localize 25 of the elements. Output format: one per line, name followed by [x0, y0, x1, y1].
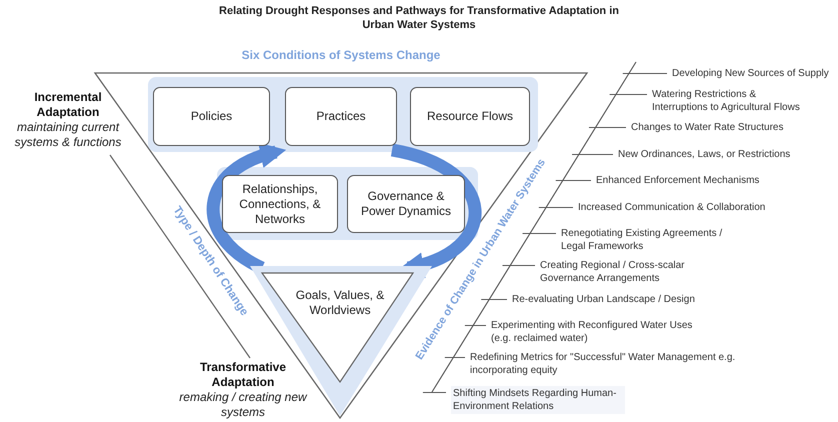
evidence-item: New Ordinances, Laws, or Restrictions: [618, 148, 792, 161]
evidence-item: Increased Communication & Collaboration: [578, 201, 766, 214]
evidence-item: Creating Regional / Cross-scalar Governance Arrangements: [540, 259, 686, 285]
evidence-item: Redefining Metrics for "Successful" Water Management e.g. incorporating equity: [470, 351, 736, 377]
evidence-item: Renegotiating Existing Agreements / Legal Frameworks: [561, 227, 724, 253]
evidence-item: Developing New Sources of Supply: [672, 67, 830, 80]
heading-text: Incremental Adaptation: [33, 90, 103, 120]
condition-box: Resource Flows: [410, 87, 530, 146]
evidence-item: Enhanced Enforcement Mechanisms: [596, 174, 760, 187]
condition-box: Practices: [285, 87, 397, 146]
evidence-item: Watering Restrictions & Interruptions to Agricultural Flows: [652, 88, 801, 114]
evidence-item: Experimenting with Reconfigured Water Uses (e.g. reclaimed water): [491, 319, 694, 345]
node-label: Goals, Values, & Worldviews: [294, 288, 386, 318]
evidence-item: Shifting Mindsets Regarding Human-Environment Relations: [451, 386, 625, 414]
condition-box: Governance & Power Dynamics: [347, 175, 465, 233]
section-heading: Six Conditions of Systems Change: [240, 48, 442, 62]
diagram-title: Relating Drought Responses and Pathways for Transformative Adaptation in Urban Water Systems: [218, 4, 620, 32]
evidence-item: Re-evaluating Urban Landscape / Design: [512, 293, 696, 306]
condition-box: Relationships, Connections, & Networks: [222, 175, 338, 233]
condition-box: Policies: [153, 87, 270, 146]
curved-arrow: [390, 144, 482, 277]
heading-text: Transformative Adaptation: [198, 360, 288, 390]
evidence-item: Changes to Water Rate Structures: [631, 121, 784, 134]
description-text: maintaining current systems & functions: [14, 120, 122, 150]
description-text: remaking / creating new systems: [178, 390, 308, 420]
